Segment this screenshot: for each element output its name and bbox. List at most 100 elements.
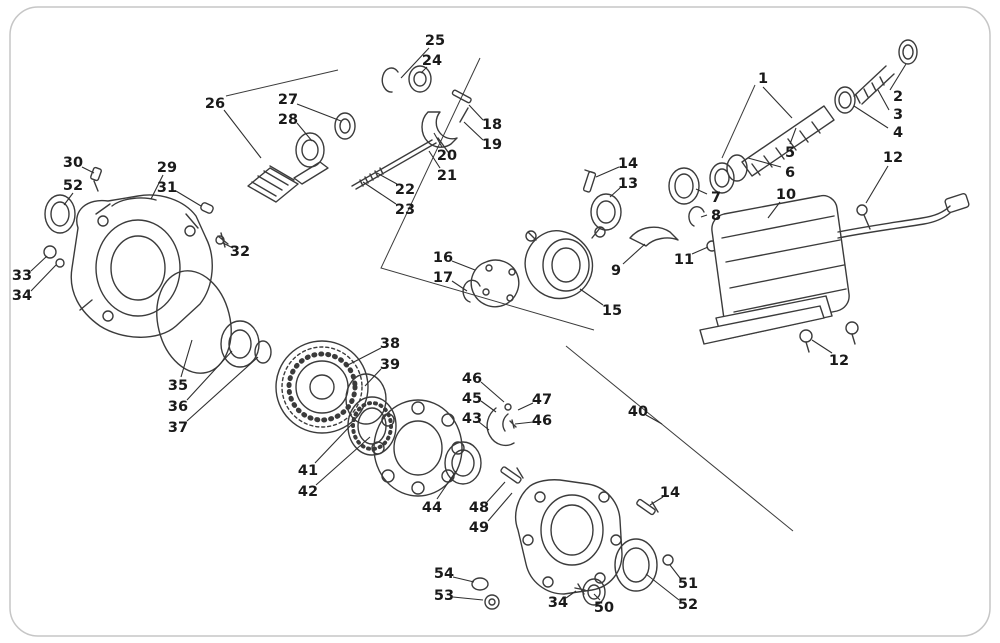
part-shift-fork-lower <box>486 403 517 447</box>
part-bearing-24 <box>381 65 432 93</box>
callout-leader-40 <box>645 414 663 425</box>
part-shift-rod <box>351 139 437 190</box>
callout-label-44: 44 <box>422 500 442 516</box>
callout-label-34: 34 <box>548 595 568 611</box>
callout-leader-28 <box>296 122 313 142</box>
callout-label-8: 8 <box>711 208 721 224</box>
callout-leader-29 <box>150 174 164 200</box>
part-shift-fork-upper <box>421 89 472 153</box>
callout-leader-33 <box>30 255 48 272</box>
callout-label-41: 41 <box>298 463 318 479</box>
part-dowel-and-bolt <box>200 202 229 248</box>
callout-label-18: 18 <box>482 117 502 133</box>
callout-leader-13 <box>609 187 621 198</box>
callout-label-12: 12 <box>883 150 903 166</box>
callout-label-25: 25 <box>425 33 445 49</box>
part-drain-plug <box>43 245 65 268</box>
callout-label-35: 35 <box>168 378 188 394</box>
callout-label-52: 52 <box>678 597 698 613</box>
callout-label-47: 47 <box>532 392 552 408</box>
callout-leader-18 <box>468 104 484 121</box>
callout-label-11: 11 <box>674 252 694 268</box>
part-bearing-36 <box>220 320 272 368</box>
callout-label-42: 42 <box>298 484 318 500</box>
part-actuator-assembly <box>699 193 970 353</box>
callout-leader-24 <box>420 66 428 74</box>
callout-label-22: 22 <box>395 182 415 198</box>
callout-label-3: 3 <box>893 107 903 123</box>
callout-label-53: 53 <box>434 588 454 604</box>
callout-leader-31 <box>175 190 202 207</box>
callout-label-12: 12 <box>829 353 849 369</box>
callout-leader-15 <box>579 288 604 306</box>
callout-leader-20 <box>433 132 443 148</box>
callout-leader-54 <box>452 576 475 583</box>
callout-label-37: 37 <box>168 420 188 436</box>
callout-leader-7 <box>695 188 708 195</box>
callout-leader-19 <box>463 121 484 141</box>
callout-leader-21 <box>428 150 441 169</box>
callout-label-38: 38 <box>380 336 400 352</box>
callout-label-1: 1 <box>758 71 768 87</box>
callout-leader-37 <box>186 356 259 422</box>
callout-leader-36 <box>186 350 233 401</box>
callout-label-23: 23 <box>395 202 415 218</box>
callout-label-39: 39 <box>380 357 400 373</box>
callout-leader-4 <box>853 105 889 129</box>
callout-label-40: 40 <box>628 404 648 420</box>
part-bolt-14-lower <box>636 498 659 516</box>
callout-label-29: 29 <box>157 160 177 176</box>
callout-label-7: 7 <box>711 190 721 206</box>
callout-label-6: 6 <box>785 165 795 181</box>
callout-label-27: 27 <box>278 92 298 108</box>
callout-leader-34 <box>565 590 577 599</box>
part-gasket-16 <box>462 259 520 308</box>
callout-leader-30 <box>81 166 95 174</box>
callout-label-21: 21 <box>437 168 457 184</box>
callout-label-46: 46 <box>462 371 482 387</box>
callout-label-33: 33 <box>12 268 32 284</box>
part-breather-and-seal <box>44 166 102 234</box>
callout-leader-47 <box>517 402 534 411</box>
callout-label-24: 24 <box>422 53 442 69</box>
callout-leader-46 <box>480 381 505 403</box>
callout-leader-46 <box>514 421 534 425</box>
callout-leader-26 <box>223 109 262 159</box>
callout-leader-8 <box>700 214 708 218</box>
callout-label-54: 54 <box>434 566 454 582</box>
callout-label-16: 16 <box>433 250 453 266</box>
callout-leader-52 <box>63 192 74 206</box>
callout-label-32: 32 <box>230 244 250 260</box>
callout-label-45: 45 <box>462 391 482 407</box>
part-plug-53 <box>471 577 500 610</box>
callout-leader-34 <box>30 264 57 292</box>
part-output-shaft <box>709 39 918 194</box>
callout-label-4: 4 <box>893 125 903 141</box>
callout-leader-32 <box>222 242 234 249</box>
callout-label-9: 9 <box>611 263 621 279</box>
part-oring-large <box>156 270 232 374</box>
part-bearing-50 <box>574 578 606 606</box>
group-bracket-lines <box>225 57 794 532</box>
callout-layer: 1234567891011121213141415161718192021222… <box>12 33 907 616</box>
callout-leader-11 <box>691 246 709 255</box>
callout-leader-14 <box>649 496 664 506</box>
part-bearing-housing <box>524 226 606 300</box>
callout-leader-3 <box>877 89 890 111</box>
callout-label-31: 31 <box>157 180 177 196</box>
callout-leader-50 <box>593 593 601 601</box>
callout-label-49: 49 <box>469 520 489 536</box>
callout-label-10: 10 <box>776 187 796 203</box>
callout-label-2: 2 <box>893 89 903 105</box>
callout-leader-10 <box>767 201 781 219</box>
callout-leader-17 <box>451 280 468 292</box>
callout-label-30: 30 <box>63 155 83 171</box>
part-output-cover <box>514 479 623 595</box>
callout-label-50: 50 <box>594 600 614 616</box>
callout-leader-44 <box>436 470 457 500</box>
callout-leader-35 <box>180 339 193 378</box>
callout-label-34: 34 <box>12 288 32 304</box>
callout-leader-22 <box>376 172 398 185</box>
part-ring-gear <box>275 340 387 434</box>
callout-label-26: 26 <box>205 96 225 112</box>
